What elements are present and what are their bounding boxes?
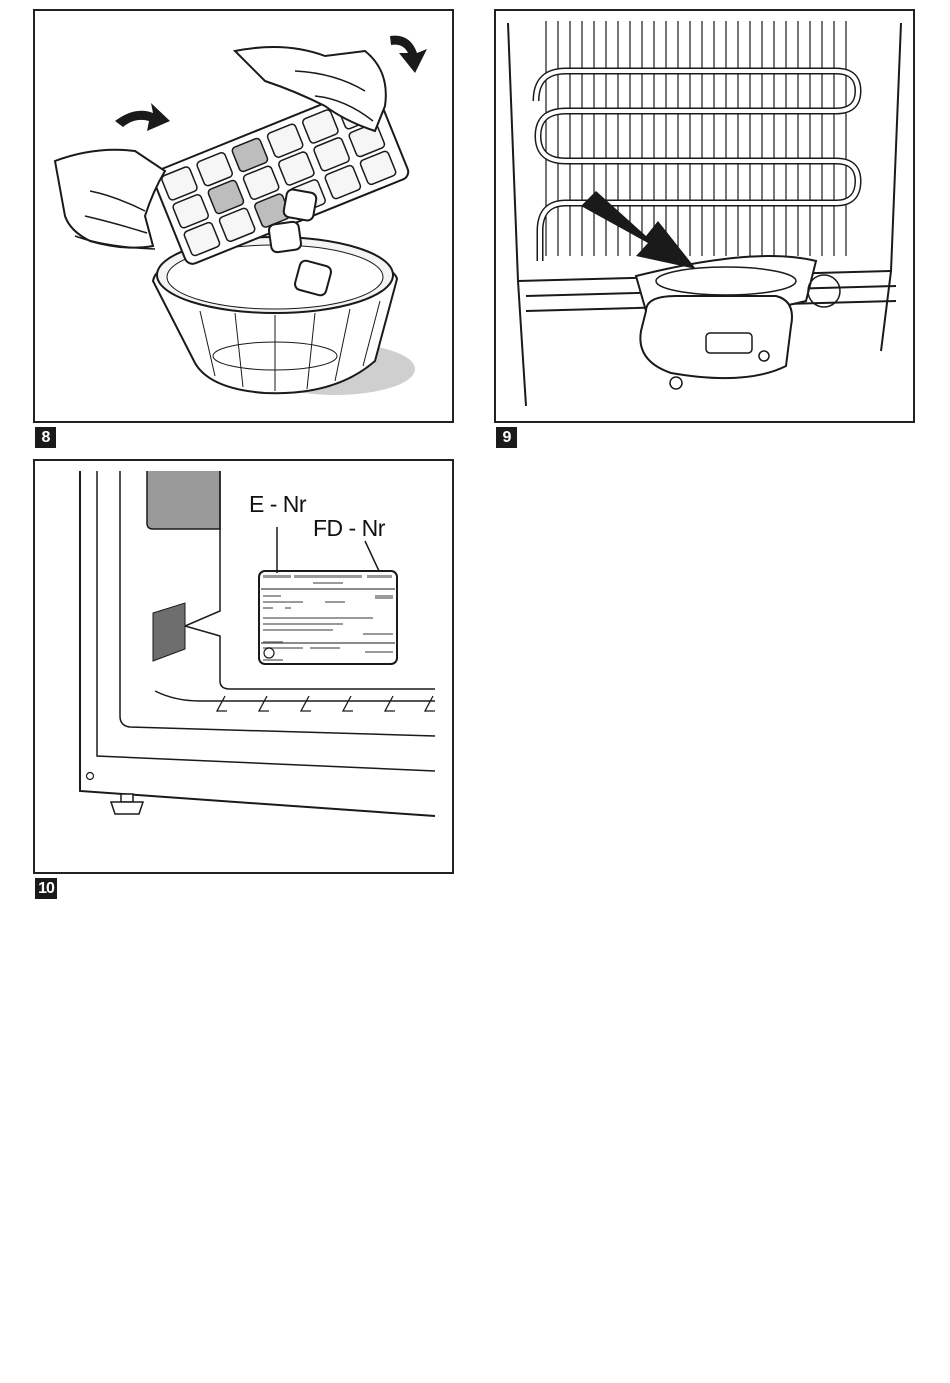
- figure-10-rating-plate: E - Nr FD - Nr: [33, 459, 454, 874]
- figure-number-10: 10: [35, 878, 57, 899]
- figure-number-8: 8: [35, 427, 56, 448]
- rating-plate-illustration: [35, 461, 452, 872]
- ice-tray-illustration: [35, 11, 452, 421]
- figure-8-ice-tray: [33, 9, 454, 423]
- compressor-illustration: [496, 11, 913, 421]
- condenser-grid: [546, 21, 846, 256]
- e-nr-label: E - Nr: [249, 491, 306, 518]
- adjustable-foot: [111, 794, 143, 814]
- fd-nr-label: FD - Nr: [313, 515, 385, 542]
- figure-number-9: 9: [496, 427, 517, 448]
- figure-9-compressor: [494, 9, 915, 423]
